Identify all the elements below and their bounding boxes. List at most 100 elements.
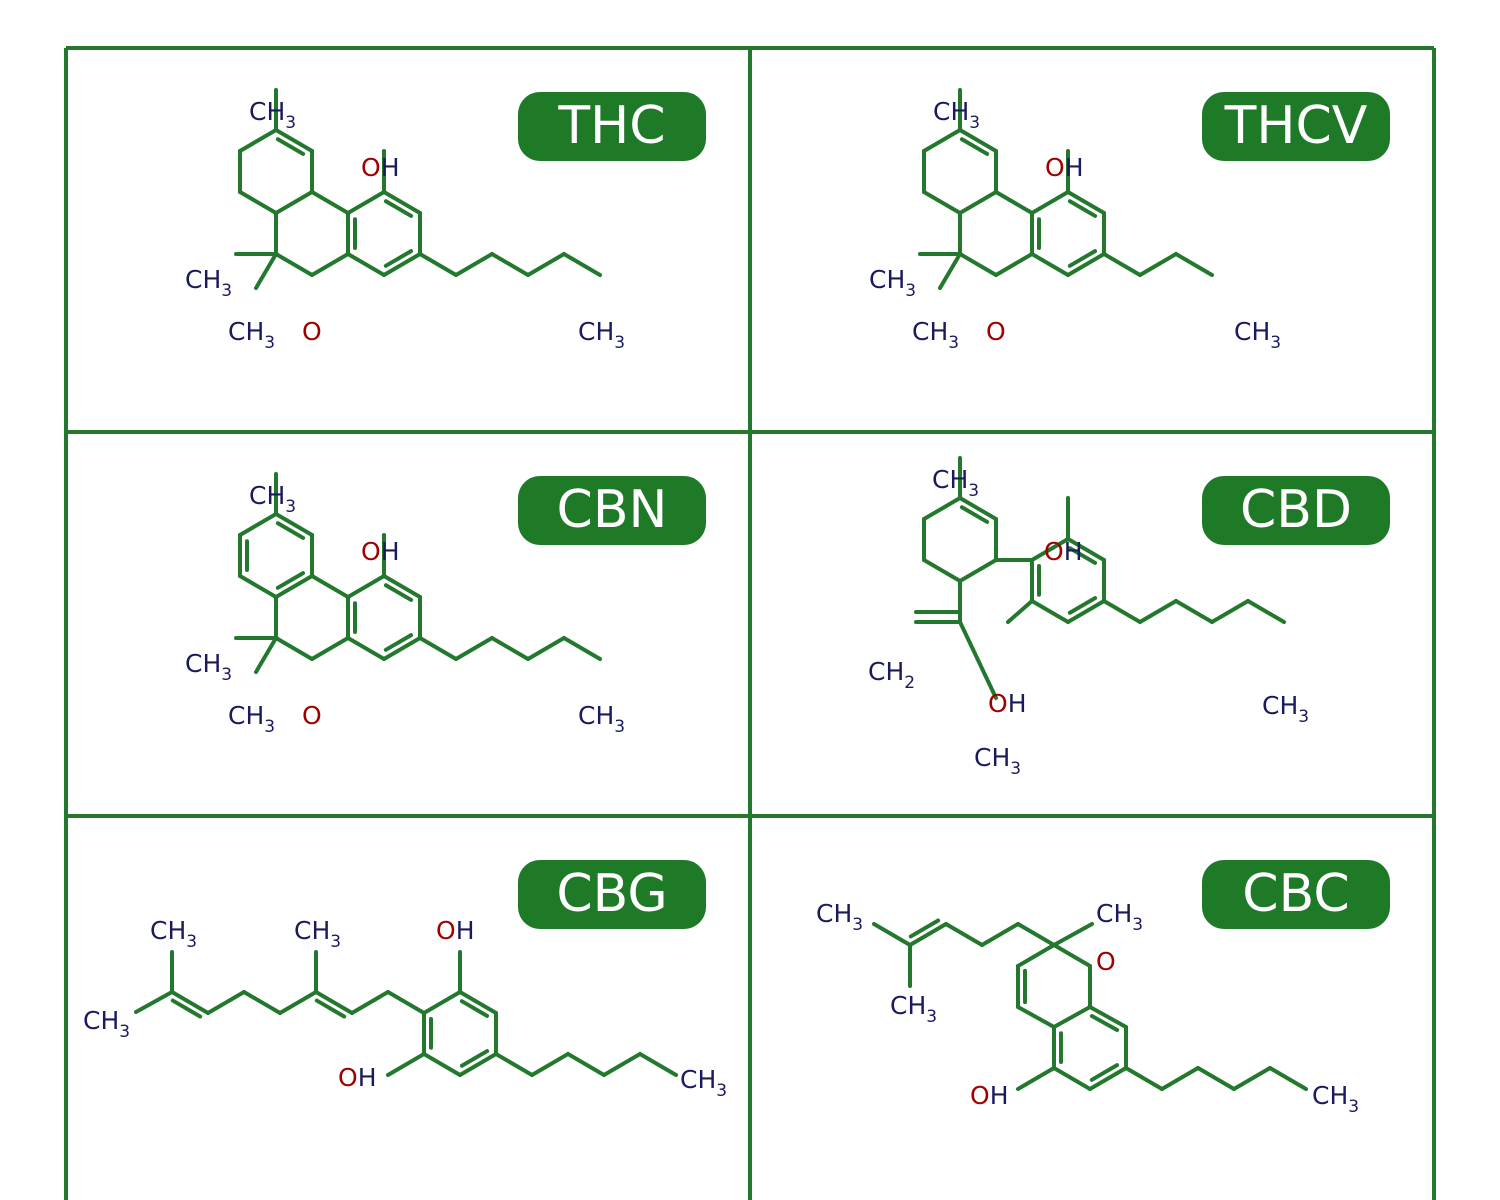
chain-bond (314, 990, 354, 1015)
ring-b-bond (310, 636, 350, 661)
chain-bond (1174, 599, 1214, 624)
double-bond (459, 999, 490, 1018)
chain-bond (350, 990, 390, 1015)
aromatic-bond (1066, 537, 1106, 562)
ring-c-bond (1066, 190, 1106, 215)
chain-bond (386, 990, 426, 1015)
chain-bond (566, 1052, 606, 1077)
methyl-label: CH3 (932, 465, 979, 501)
chain-bond (494, 1052, 534, 1077)
badge-cbd: CBD (1202, 476, 1390, 545)
ring-a-bond (958, 128, 998, 153)
methyl-label: CH3 (1312, 1081, 1359, 1117)
hydroxyl-bond (1016, 1066, 1056, 1091)
aromatic-bond (458, 990, 498, 1015)
chain-bond (980, 922, 1020, 947)
chain-bond (562, 636, 602, 661)
hydroxyl-label: OH (361, 153, 400, 182)
hydroxyl-label: OH (436, 916, 475, 945)
chain-bond (944, 922, 984, 947)
ring-bond (958, 496, 998, 521)
chain-bond (1138, 599, 1178, 624)
chain-bond (1246, 599, 1286, 624)
methyl-label: CH3 (249, 97, 296, 133)
ring-a-bond (238, 574, 278, 599)
ring-b-bond (994, 252, 1034, 277)
ring-b-bond (274, 252, 314, 277)
ring-a-bond (238, 190, 278, 215)
methyl-label: CH3 (83, 1006, 130, 1042)
ring-b-bond (310, 252, 350, 277)
double-bond (1067, 596, 1098, 615)
ring-bond (922, 496, 962, 521)
chain-bond (1138, 252, 1178, 277)
pyran-bond (1016, 1005, 1056, 1029)
methyl-label: CH3 (228, 317, 275, 353)
chain-bond (170, 990, 210, 1015)
aromatic-bond (422, 1052, 462, 1077)
methyl-label: CH3 (150, 916, 197, 952)
ring-b-bond (310, 190, 350, 215)
chain-bond (526, 636, 566, 661)
ring-c-bond (382, 574, 422, 599)
oxygen-label: O (986, 317, 1006, 346)
methyl-label: CH3 (912, 317, 959, 353)
double-bond (383, 583, 414, 602)
badge-thcv: THCV (1202, 92, 1390, 161)
double-bond (459, 1049, 490, 1068)
ring-a-bond (238, 512, 278, 537)
ring-b-bond (958, 252, 998, 277)
aromatic-bond (1066, 599, 1106, 624)
ring-bond (958, 558, 998, 583)
hydroxyl-label: OH (1045, 153, 1084, 182)
badge-cbc: CBC (1202, 860, 1390, 929)
hydroxyl-label: OH (338, 1063, 377, 1092)
chain-bond (242, 990, 282, 1015)
chain-bond (638, 1052, 678, 1077)
chain-bond (1102, 599, 1142, 624)
aromatic-bond (1052, 1005, 1092, 1029)
methyl-label: CH3 (680, 1065, 727, 1101)
hydroxyl-bond (386, 1052, 426, 1077)
ring-b-bond (310, 574, 350, 599)
double-bond (383, 249, 414, 268)
double-bond (383, 199, 414, 218)
ring-a-bond (274, 190, 314, 215)
methyl-bond (1052, 922, 1094, 947)
ring-a-bond (274, 512, 314, 537)
double-bond (1089, 1063, 1120, 1082)
hydroxyl-label: OH (1044, 537, 1083, 566)
methyl-label: CH3 (249, 481, 296, 517)
methylene-label: CH2 (868, 657, 915, 693)
methyl-label: CH3 (974, 743, 1021, 779)
double-bond (908, 918, 941, 939)
methyl-label: CH3 (933, 97, 980, 133)
double-bond (1067, 546, 1098, 565)
chain-bond (206, 990, 246, 1015)
double-bond (170, 998, 203, 1019)
badge-cbg: CBG (518, 860, 706, 929)
chain-bond (418, 252, 458, 277)
chain-bond (1268, 1066, 1308, 1091)
methyl-bond (254, 252, 278, 290)
chain-bond (278, 990, 318, 1015)
double-bond (383, 633, 414, 652)
ring-c-bond (382, 636, 422, 661)
methyl-label: CH3 (1096, 899, 1143, 935)
double-bond (959, 137, 990, 156)
methyl-label: CH3 (1262, 691, 1309, 727)
ring-a-bond (274, 128, 314, 153)
double-bond (1089, 1014, 1120, 1033)
chain-bond (1210, 599, 1250, 624)
pyran-bond (1052, 943, 1092, 968)
chain-bond (562, 252, 602, 277)
chain-bond (872, 922, 912, 947)
ring-a-bond (958, 190, 998, 215)
chain-bond (490, 252, 530, 277)
